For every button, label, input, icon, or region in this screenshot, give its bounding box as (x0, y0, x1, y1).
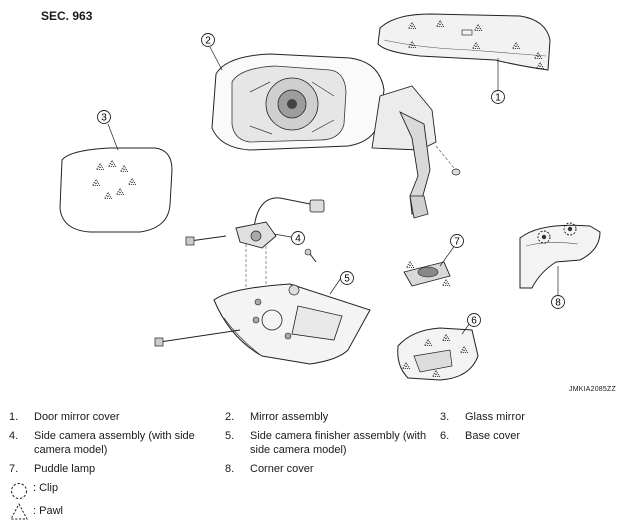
legend-label-continued: camera model) (34, 444, 108, 456)
callout-5: 5 (340, 271, 354, 285)
figure-reference-code: JMKIA2085ZZ (569, 386, 616, 393)
legend-label-continued: side camera model) (250, 444, 347, 456)
svg-text:2: 2 (205, 36, 211, 47)
legend-label: Side camera assembly (with side (34, 430, 195, 442)
legend-number: 4. (9, 430, 19, 442)
base-cover (397, 327, 479, 381)
callout-2: 2 (201, 33, 215, 47)
section-label: SEC. 963 (41, 9, 93, 23)
puddle-lamp (403, 261, 451, 287)
legend-number: 6. (440, 430, 450, 442)
legend-number: 1. (9, 411, 19, 423)
svg-text:7: 7 (454, 237, 460, 248)
legend-number: 3. (440, 411, 450, 423)
svg-text:1: 1 (495, 93, 501, 104)
callout-7: 7 (450, 234, 464, 248)
glass-mirror (59, 147, 173, 233)
clip-symbol-label: : Clip (33, 482, 59, 494)
legend-label: Glass mirror (465, 411, 525, 423)
mirror-assembly (211, 53, 461, 219)
side-camera-assembly (185, 197, 325, 300)
pawl-symbol-icon (10, 502, 28, 520)
callout-4: 4 (291, 231, 305, 245)
legend-label: Side camera finisher assembly (with (250, 430, 427, 442)
side-camera-finisher-assembly (154, 283, 371, 365)
callout-3: 3 (97, 110, 111, 124)
leader-lines (107, 46, 559, 335)
svg-text:6: 6 (471, 316, 477, 327)
clip-symbol-icon (11, 483, 27, 499)
legend-label: Door mirror cover (34, 411, 120, 423)
door-mirror-cover (377, 13, 551, 71)
svg-text:8: 8 (555, 298, 561, 309)
callout-8: 8 (551, 295, 565, 309)
legend-number: 8. (225, 463, 235, 475)
callout-1: 1 (491, 90, 505, 104)
callout-6: 6 (467, 313, 481, 327)
svg-text:5: 5 (344, 274, 350, 285)
legend-label: Mirror assembly (250, 411, 329, 423)
legend-label: Base cover (465, 430, 521, 442)
corner-cover (519, 222, 601, 289)
svg-text:4: 4 (295, 234, 301, 245)
svg-text:3: 3 (101, 113, 107, 124)
legend-number: 5. (225, 430, 235, 442)
legend-number: 2. (225, 411, 235, 423)
pawl-symbol-label: : Pawl (33, 505, 63, 517)
exploded-view-diagram: 1 2 3 4 5 6 7 8 (59, 13, 601, 381)
legend-label: Puddle lamp (34, 463, 96, 475)
legend-label: Corner cover (250, 463, 314, 475)
legend-number: 7. (9, 463, 19, 475)
